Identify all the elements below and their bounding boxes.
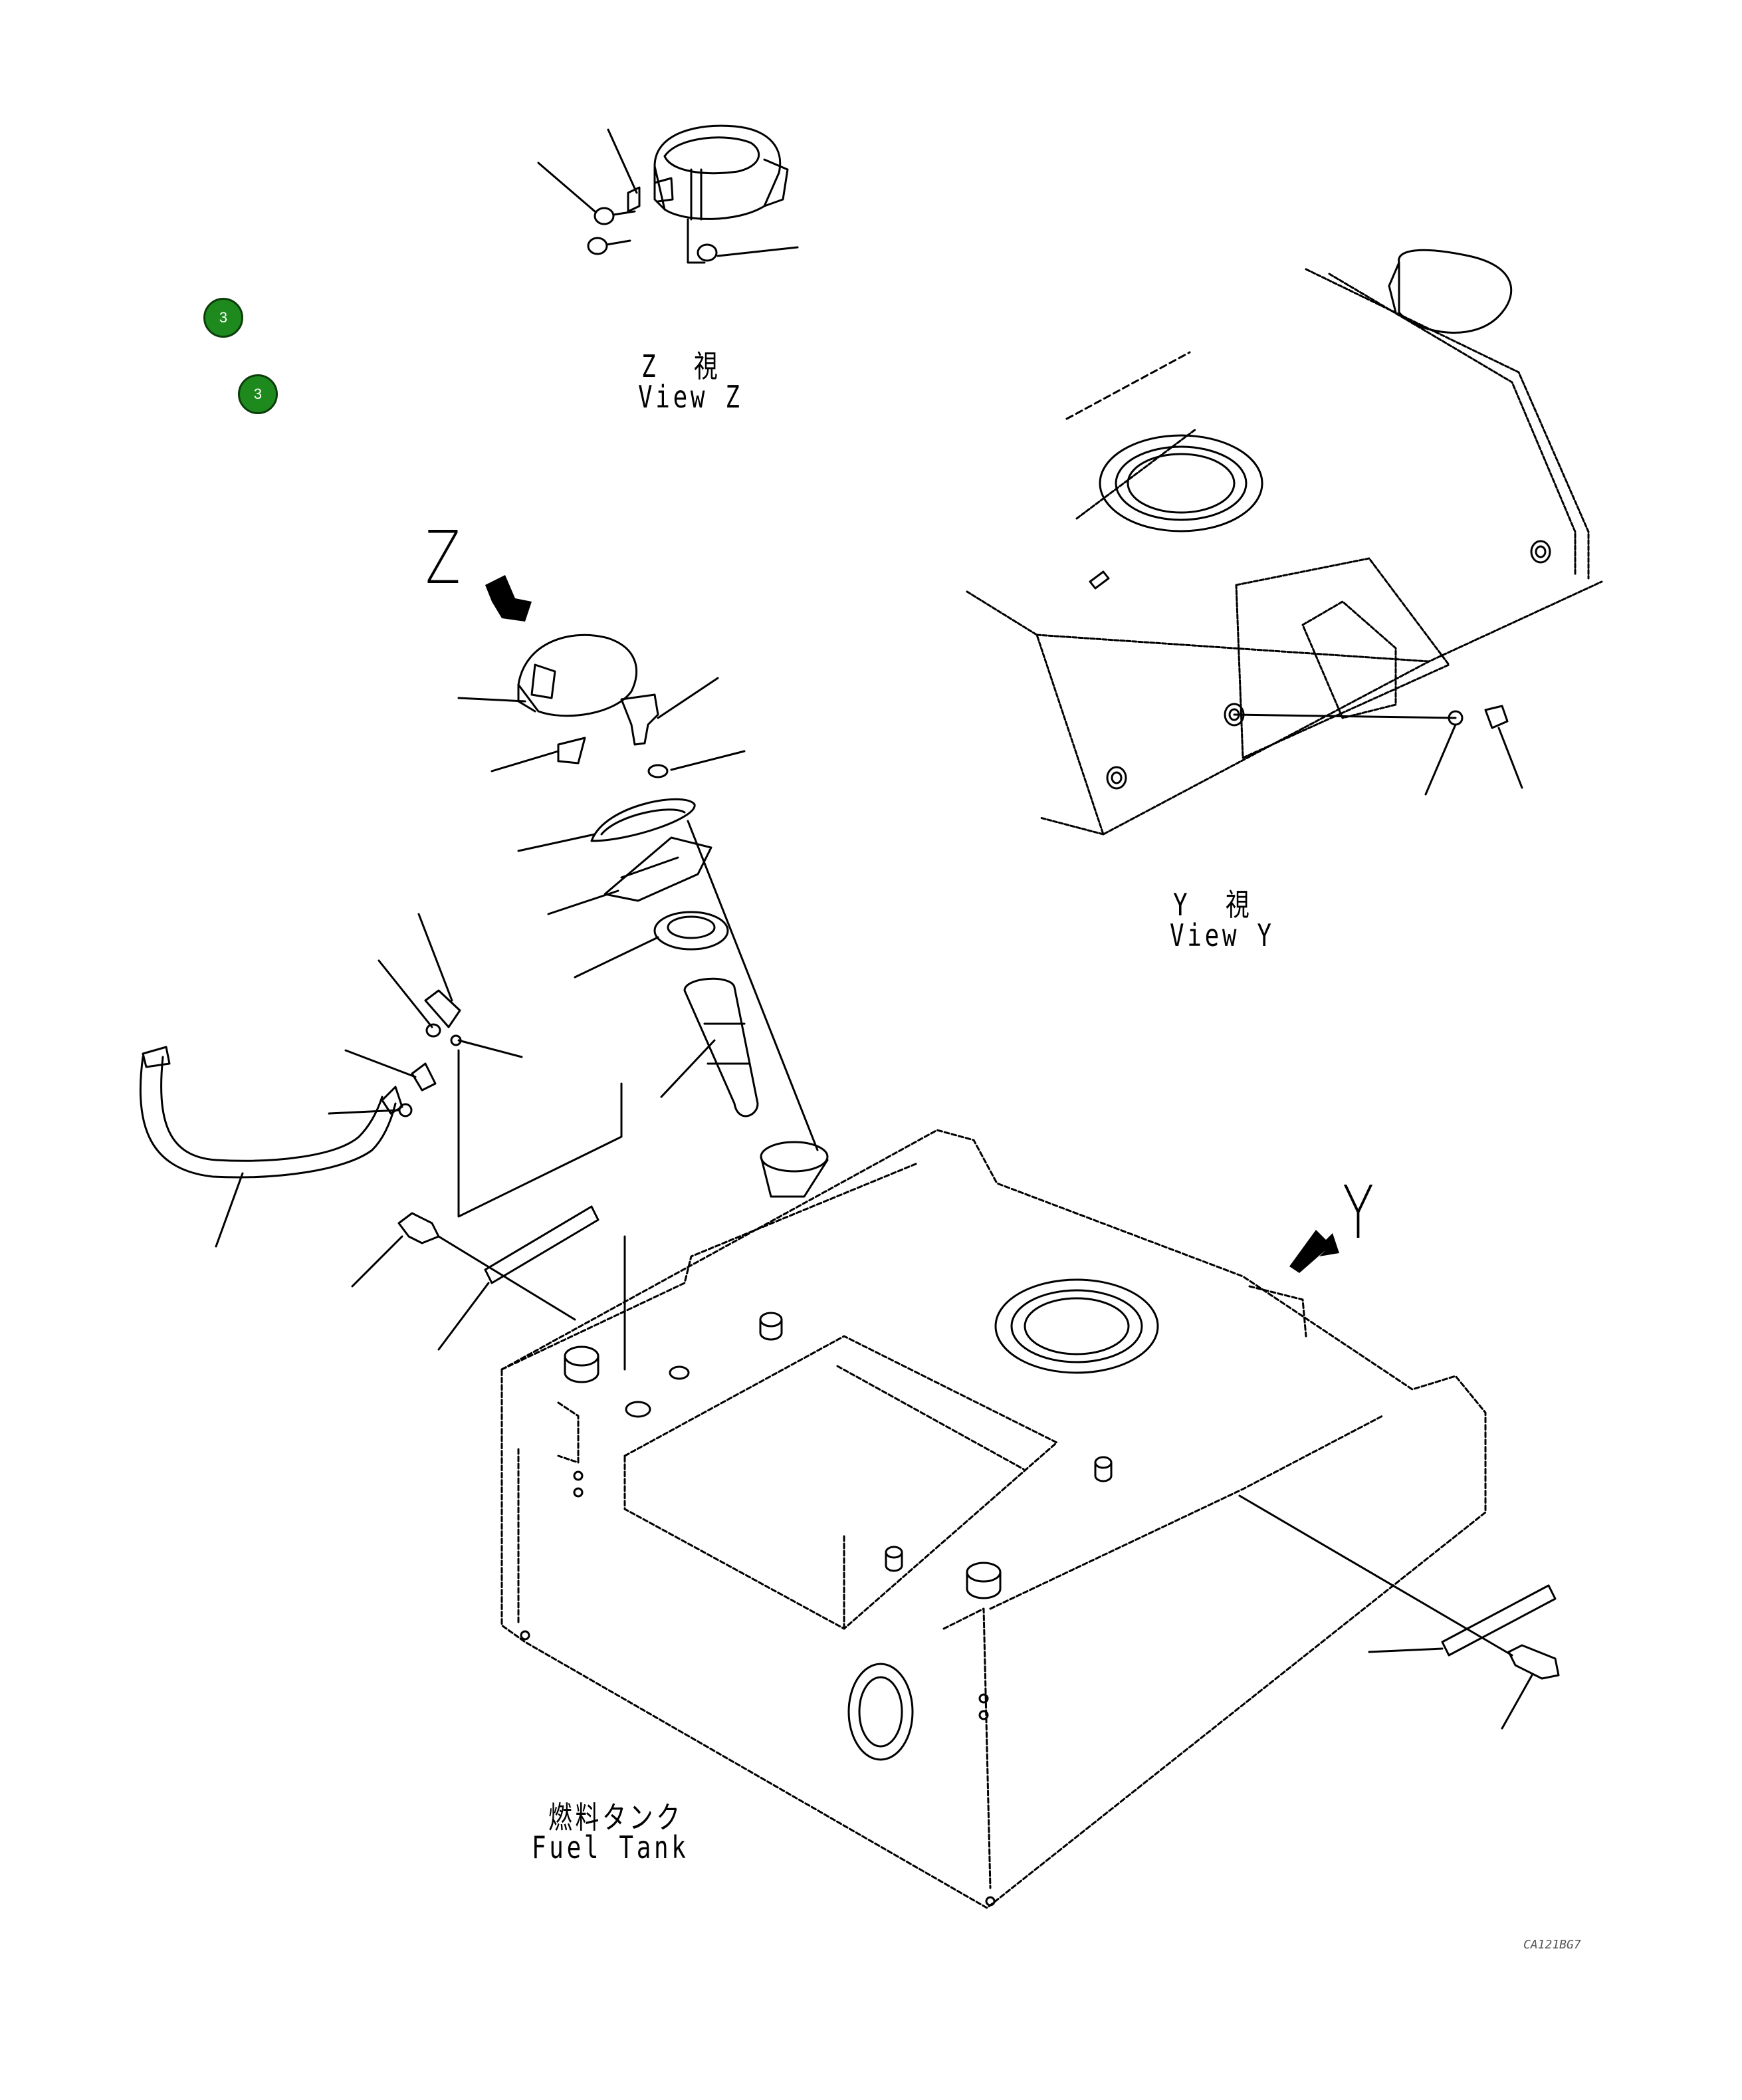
view-y-arrow-letter: Y bbox=[1343, 1170, 1374, 1255]
view-y-caption-jp: Y 視 bbox=[1173, 887, 1253, 923]
view-y-caption-en: View Y bbox=[1170, 917, 1275, 953]
view-z-cap-detail bbox=[537, 124, 799, 264]
arrow-y-icon bbox=[1289, 1230, 1339, 1273]
view-z-caption-en: View Z bbox=[638, 379, 743, 415]
main-fuel-tank bbox=[500, 1129, 1487, 1909]
straps-and-wing-bolts bbox=[351, 1205, 1560, 1730]
fuel-tank-caption-jp: 燃料タンク bbox=[548, 1800, 683, 1835]
filler-cap-parts bbox=[457, 634, 829, 1198]
badge-3-bottom: 3 bbox=[238, 374, 278, 414]
view-z-caption-jp: Z 視 bbox=[641, 348, 721, 384]
hose-and-fittings bbox=[139, 913, 623, 1248]
tank-features bbox=[520, 1235, 1159, 1907]
drawing-number: CA121BG7 bbox=[1523, 1938, 1581, 1952]
view-y-features bbox=[1065, 249, 1551, 796]
view-z-arrow-letter: Z bbox=[425, 515, 461, 600]
arrow-z-icon bbox=[485, 575, 532, 622]
view-y-tank-detail bbox=[966, 268, 1603, 836]
badge-3-top: 3 bbox=[203, 298, 243, 338]
direction-arrows bbox=[485, 575, 1339, 1273]
fuel-tank-caption-en: Fuel Tank bbox=[532, 1829, 689, 1865]
